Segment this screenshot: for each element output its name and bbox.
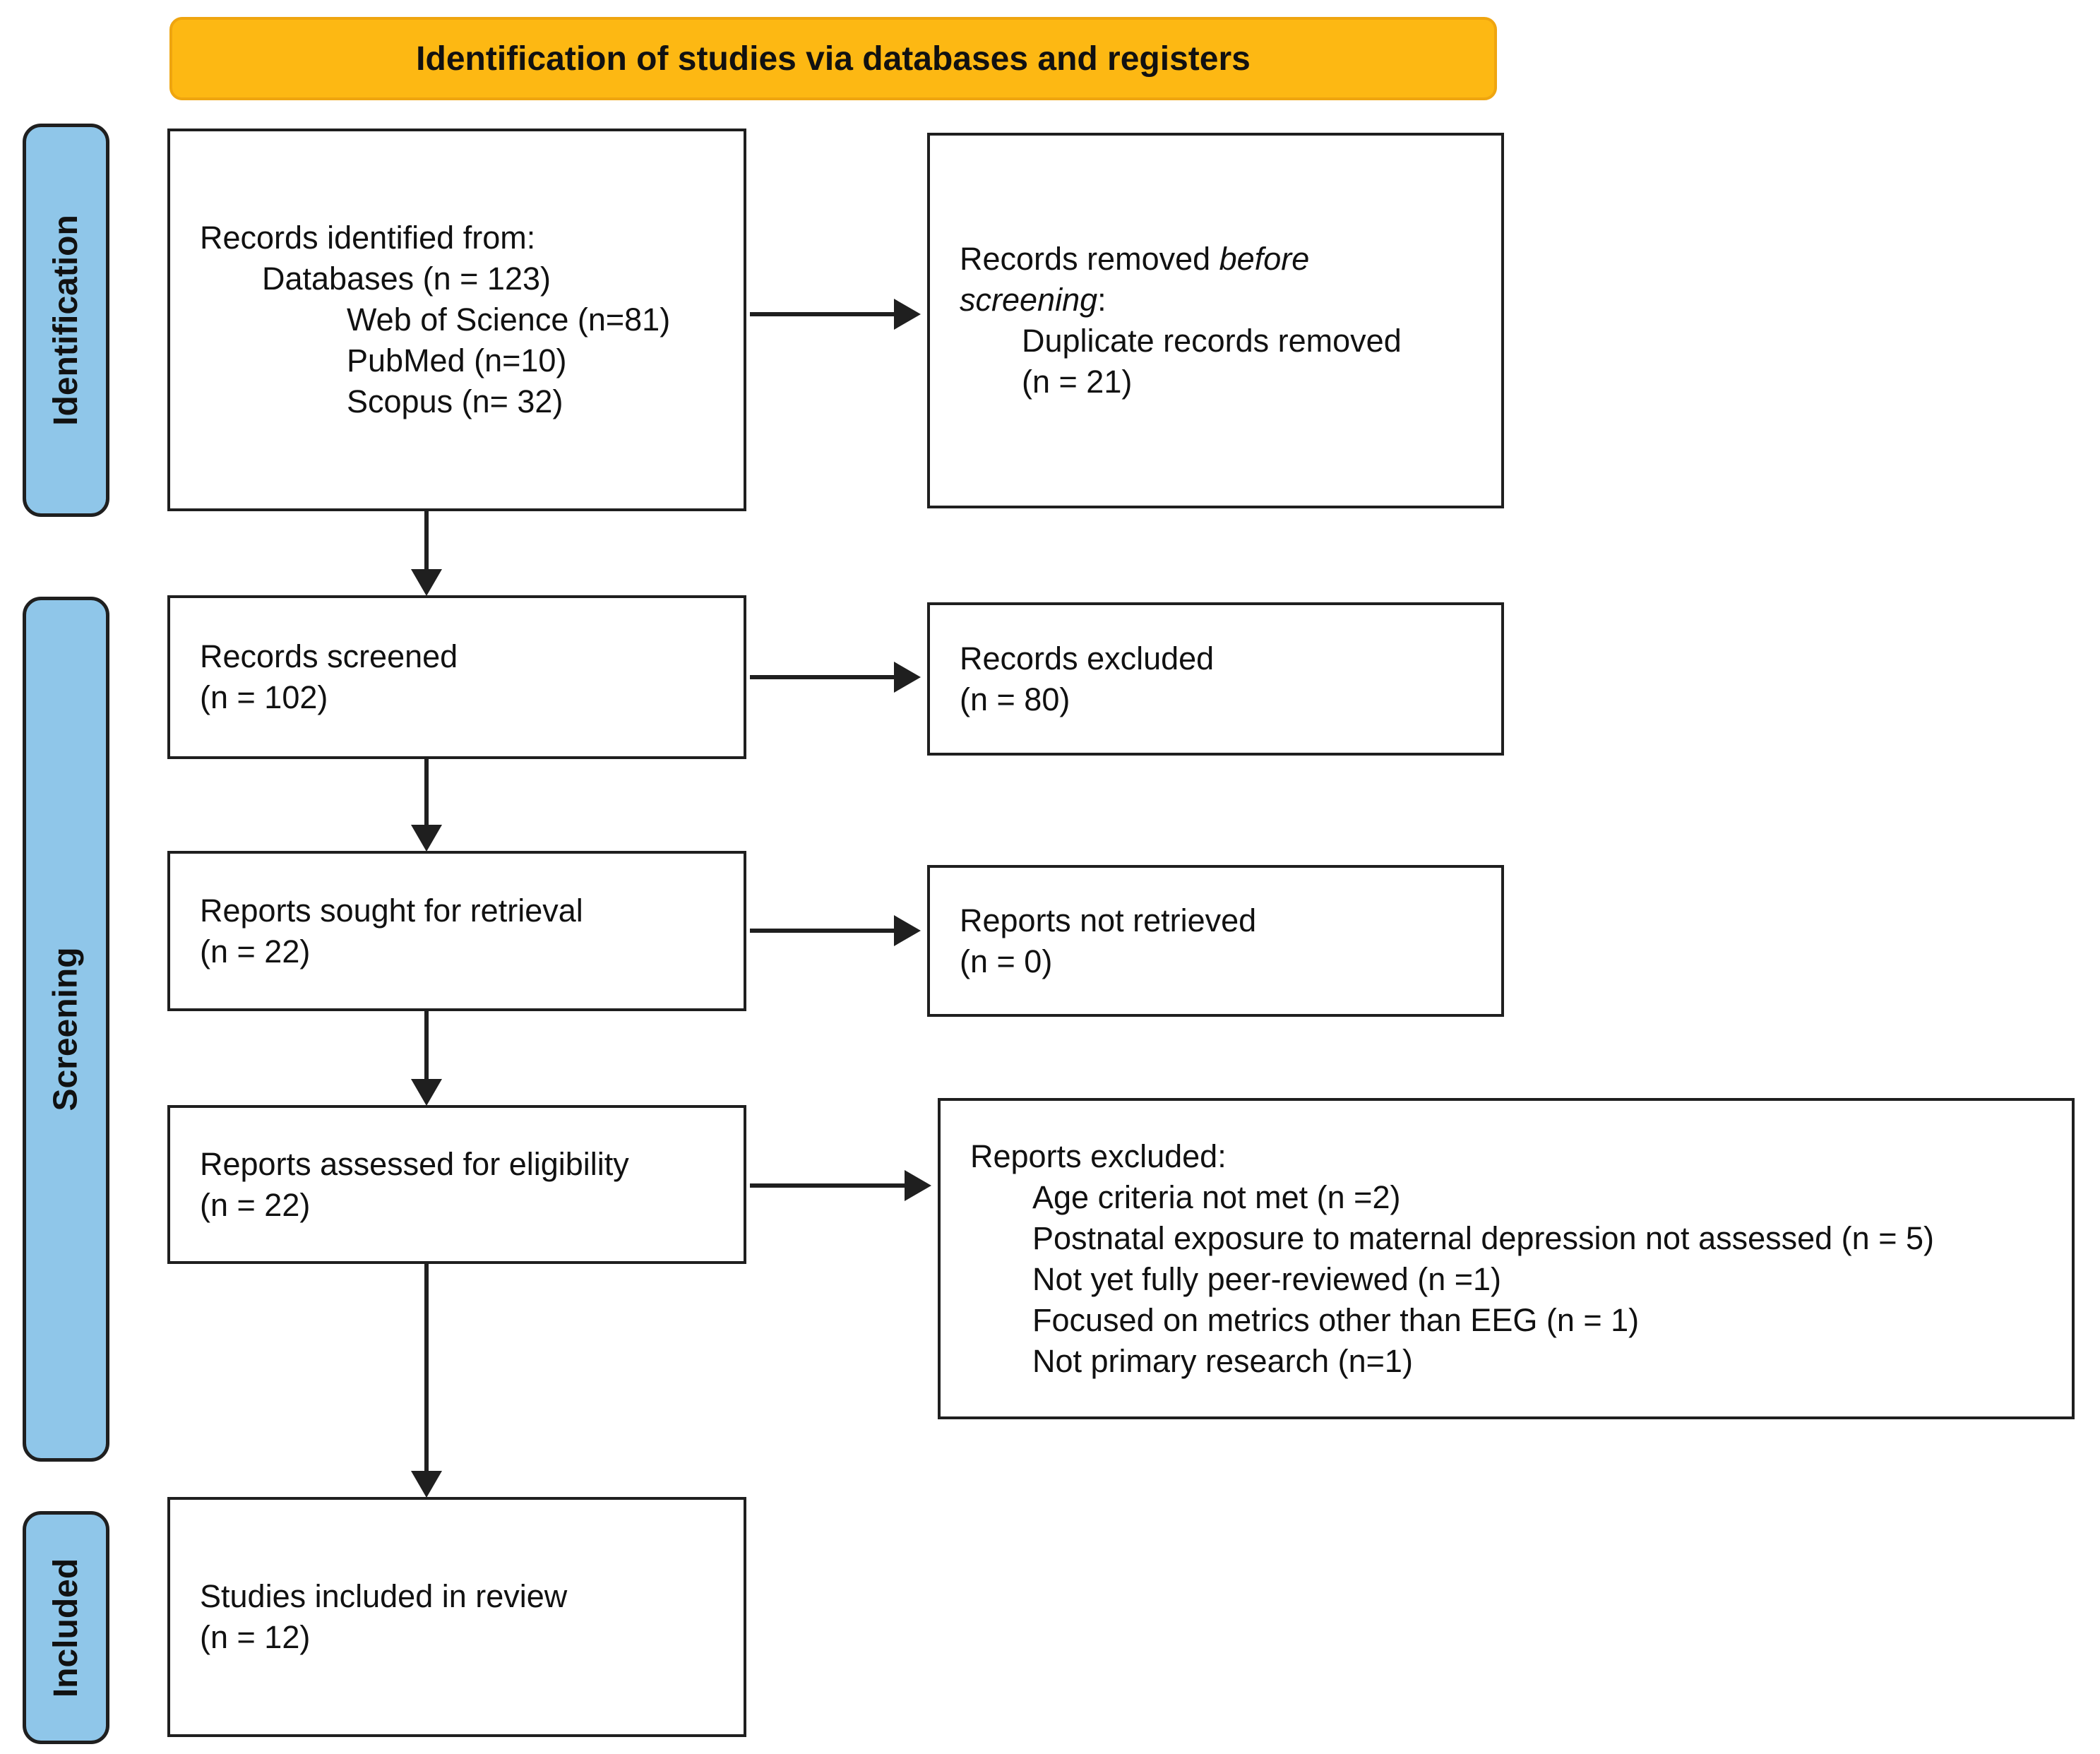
records-excluded-count: (n = 80) [960,681,1070,717]
reports-excluded-reason-peer-review: Not yet fully peer-reviewed (n =1) [1032,1260,1502,1297]
reports-assessed-count: (n = 22) [200,1186,311,1223]
reports-not-retrieved-label: Reports not retrieved [960,902,1257,938]
arrow-screened-to-sought [411,759,442,852]
stage-bar-identification: Identification [23,124,109,517]
banner-title: Identification of studies via databases … [169,17,1497,100]
arrow-identified-to-screened [411,511,442,596]
records-removed-italic2: screening [960,282,1098,318]
box-reports-sought: Reports sought for retrieval (n = 22) [167,851,746,1011]
records-removed-italic1: before [1219,241,1310,277]
box-studies-included: Studies included in review (n = 12) [167,1497,746,1737]
records-removed-heading-line2: screening: [960,280,1481,321]
records-identified-pubmed: PubMed (n=10) [347,342,567,378]
arrow-assessed-to-reports-excluded [750,1170,931,1201]
records-identified-databases: Databases (n = 123) [262,261,551,297]
reports-excluded-reason-metrics: Focused on metrics other than EEG (n = 1… [1032,1301,1640,1338]
arrow-sought-to-not-retrieved [750,915,921,946]
reports-not-retrieved-count: (n = 0) [960,943,1053,979]
box-reports-not-retrieved: Reports not retrieved (n = 0) [927,865,1504,1017]
stage-bar-included: Included [23,1511,109,1744]
reports-assessed-label: Reports assessed for eligibility [200,1145,629,1182]
records-identified-heading: Records identified from: [200,220,536,256]
reports-excluded-reason-age: Age criteria not met (n =2) [1032,1179,1401,1215]
stage-bar-screening: Screening [23,597,109,1462]
records-screened-count: (n = 102) [200,679,328,715]
records-identified-scopus: Scopus (n= 32) [347,383,563,419]
reports-excluded-reason-primary: Not primary research (n=1) [1032,1342,1413,1379]
records-removed-plain1: Records removed [960,241,1219,277]
records-identified-web-of-science: Web of Science (n=81) [347,302,671,338]
box-records-removed: Records removed before screening: Duplic… [927,133,1504,508]
arrow-assessed-to-included [411,1264,442,1498]
arrow-screened-to-excluded [750,662,921,693]
arrow-sought-to-assessed [411,1011,442,1106]
records-excluded-label: Records excluded [960,640,1215,676]
studies-included-count: (n = 12) [200,1619,311,1655]
reports-sought-label: Reports sought for retrieval [200,892,583,929]
reports-excluded-heading: Reports excluded: [970,1138,1227,1174]
reports-sought-count: (n = 22) [200,933,311,970]
reports-excluded-reason-postnatal: Postnatal exposure to maternal depressio… [1032,1219,1934,1256]
records-removed-heading-line1: Records removed before [960,239,1481,280]
records-removed-duplicates: Duplicate records removed [1022,323,1402,359]
stage-label-screening: Screening [47,947,85,1111]
stage-label-identification: Identification [47,215,85,426]
box-reports-assessed: Reports assessed for eligibility (n = 22… [167,1105,746,1264]
box-records-excluded: Records excluded (n = 80) [927,602,1504,756]
box-records-identified: Records identified from: Databases (n = … [167,129,746,511]
records-removed-count: (n = 21) [1022,364,1133,400]
records-screened-label: Records screened [200,638,458,674]
box-records-screened: Records screened (n = 102) [167,595,746,759]
studies-included-label: Studies included in review [200,1578,568,1614]
arrow-identified-to-removed [750,299,921,330]
stage-label-included: Included [47,1558,85,1698]
records-removed-plain2: : [1097,282,1106,318]
box-reports-excluded: Reports excluded: Age criteria not met (… [938,1098,2075,1419]
